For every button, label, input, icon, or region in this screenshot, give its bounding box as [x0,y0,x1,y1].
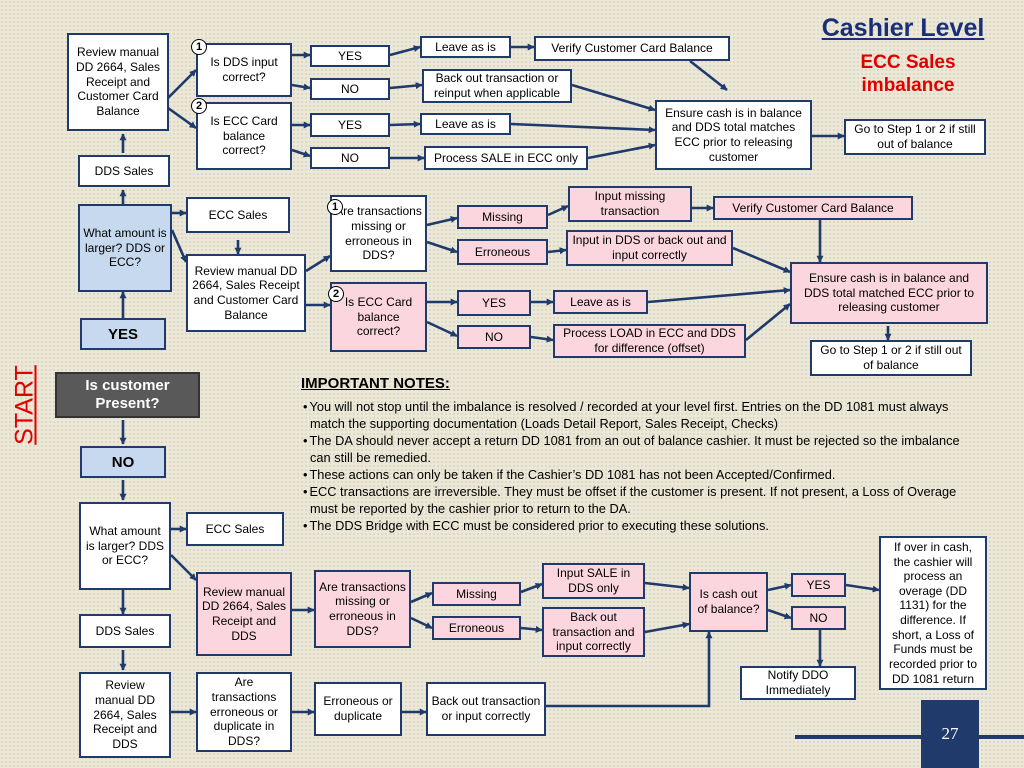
middle-step2-no: NO [457,325,531,349]
middle-step1-badge: 1 [327,199,343,215]
top-step1-no: NO [310,78,390,100]
top-step2-badge: 2 [191,98,207,114]
notes-list: You will not stop until the imbalance is… [301,398,979,534]
slide-title: Cashier Level [821,14,985,42]
bottom-review-receipt: Review manual DD 2664, Sales Receipt and… [79,672,171,758]
middle-step2-badge: 2 [328,286,344,302]
bottom-back-out-2: Back out transaction or input correctly [426,682,546,736]
middle-process-load: Process LOAD in ECC and DDS for differen… [553,324,746,358]
middle-input-dds: Input in DDS or back out and input corre… [566,230,733,266]
bottom-cash-question: Is cash out of balance? [689,572,768,632]
top-step2-yes: YES [310,113,390,137]
top-step2-no: NO [310,147,390,169]
middle-goto-box: Go to Step 1 or 2 if still out of balanc… [810,340,972,376]
start-label: START [10,365,39,445]
bottom-dup-question: Are transactions erroneous or duplicate … [196,672,292,752]
bottom-ecc-sales: ECC Sales [186,512,284,546]
start-label-container: START [5,350,45,460]
slide-number: 27 [921,700,979,768]
top-step1-question: Is DDS input correct? [196,43,292,97]
top-step2-leave: Leave as is [420,113,511,135]
bottom-which-larger: What amount is larger? DDS or ECC? [79,502,171,590]
bottom-no: NO [791,606,846,630]
top-ensure-box: Ensure cash is in balance and DDS total … [655,100,812,170]
bottom-dds-sales: DDS Sales [79,614,171,648]
top-step2-process-sale: Process SALE in ECC only [424,146,588,170]
bottom-err-dup: Erroneous or duplicate [314,682,402,736]
slide-subtitle: ECC Sales imbalance [860,52,956,96]
top-review-box: Review manual DD 2664, Sales Receipt and… [67,33,169,131]
middle-step2-question: Is ECC Card balance correct? [330,282,427,352]
bottom-review-dds: Review manual DD 2664, Sales Receipt and… [196,572,292,656]
middle-missing: Missing [457,205,548,229]
top-step2-question: Is ECC Card balance correct? [196,102,292,170]
bottom-question: Are transactions missing or erroneous in… [314,570,411,648]
middle-verify: Verify Customer Card Balance [713,196,913,220]
top-step1-badge: 1 [191,39,207,55]
note-item: You will not stop until the imbalance is… [301,398,979,432]
bottom-over-short-box: If over in cash, the cashier will proces… [879,536,987,690]
middle-which-larger: What amount is larger? DDS or ECC? [78,204,172,292]
middle-step2-yes: YES [457,290,531,316]
notes-title: IMPORTANT NOTES: [301,375,450,392]
middle-input-missing: Input missing transaction [568,186,692,222]
bottom-notify-box: Notify DDO Immediately [740,666,856,700]
top-goto-box: Go to Step 1 or 2 if still out of balanc… [844,119,986,155]
bottom-input-sale: Input SALE in DDS only [542,563,645,599]
bottom-back-out: Back out transaction and input correctly [542,607,645,657]
bottom-missing: Missing [432,582,521,606]
top-dds-sales-box: DDS Sales [78,155,170,187]
middle-ensure-box: Ensure cash is in balance and DDS total … [790,262,988,324]
middle-ecc-sales: ECC Sales [186,197,290,233]
bottom-erroneous: Erroneous [432,616,521,640]
middle-step1-question: Are transactions missing or erroneous in… [330,195,427,272]
top-step1-leave: Leave as is [420,36,511,58]
top-step1-backout: Back out transaction or reinput when app… [422,69,572,103]
middle-review-box: Review manual DD 2664, Sales Receipt and… [186,254,306,332]
note-item: The DA should never accept a return DD 1… [301,432,979,466]
bottom-yes: YES [791,573,846,597]
middle-leave: Leave as is [553,290,648,314]
top-step1-verify: Verify Customer Card Balance [534,36,730,61]
middle-erroneous: Erroneous [457,239,548,265]
top-step1-yes: YES [310,45,390,67]
footer-rule [795,735,1024,739]
customer-present-question: Is customer Present? [55,372,200,418]
note-item: ECC transactions are irreversible. They … [301,483,979,517]
yes-label: YES [80,318,166,350]
note-item: The DDS Bridge with ECC must be consider… [301,517,979,534]
no-label: NO [80,446,166,478]
note-item: These actions can only be taken if the C… [301,466,979,483]
